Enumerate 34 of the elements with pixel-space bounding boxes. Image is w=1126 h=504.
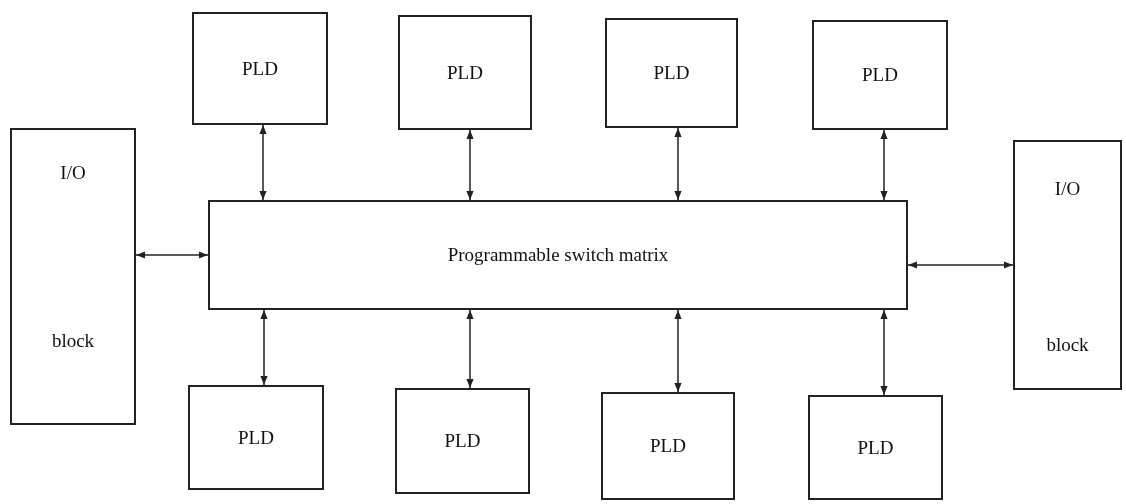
double-arrow (466, 129, 474, 201)
switch-matrix-box (208, 200, 908, 310)
double-arrow (880, 129, 888, 201)
double-arrow (259, 124, 267, 201)
node-label: block (50, 330, 96, 352)
node-label: PLD (652, 62, 691, 84)
double-arrow (135, 251, 209, 259)
node-label: PLD (856, 436, 895, 459)
double-arrow (674, 127, 682, 201)
node-label: Programmable switch matrix (446, 244, 670, 266)
node-label: PLD (443, 430, 482, 452)
block-box (10, 128, 136, 425)
double-arrow (466, 309, 474, 389)
block-box (605, 18, 738, 128)
block-box (1013, 140, 1122, 390)
block-box (601, 392, 735, 500)
block-box (395, 388, 530, 494)
node-label: PLD (649, 435, 687, 457)
double-arrow (260, 309, 268, 386)
node-label: I/O (59, 162, 87, 184)
block-box (192, 12, 328, 125)
node-label: I/O (1053, 178, 1082, 200)
node-label: block (1045, 334, 1090, 356)
block-box (398, 15, 532, 130)
node-label: PLD (241, 57, 279, 80)
node-label: PLD (237, 426, 275, 449)
node-label: PLD (446, 61, 484, 84)
node-label: PLD (861, 64, 899, 86)
double-arrow (880, 309, 888, 396)
double-arrow (674, 309, 682, 393)
block-box (188, 385, 324, 490)
block-box (808, 395, 943, 500)
block-box (812, 20, 948, 130)
double-arrow (907, 261, 1014, 269)
